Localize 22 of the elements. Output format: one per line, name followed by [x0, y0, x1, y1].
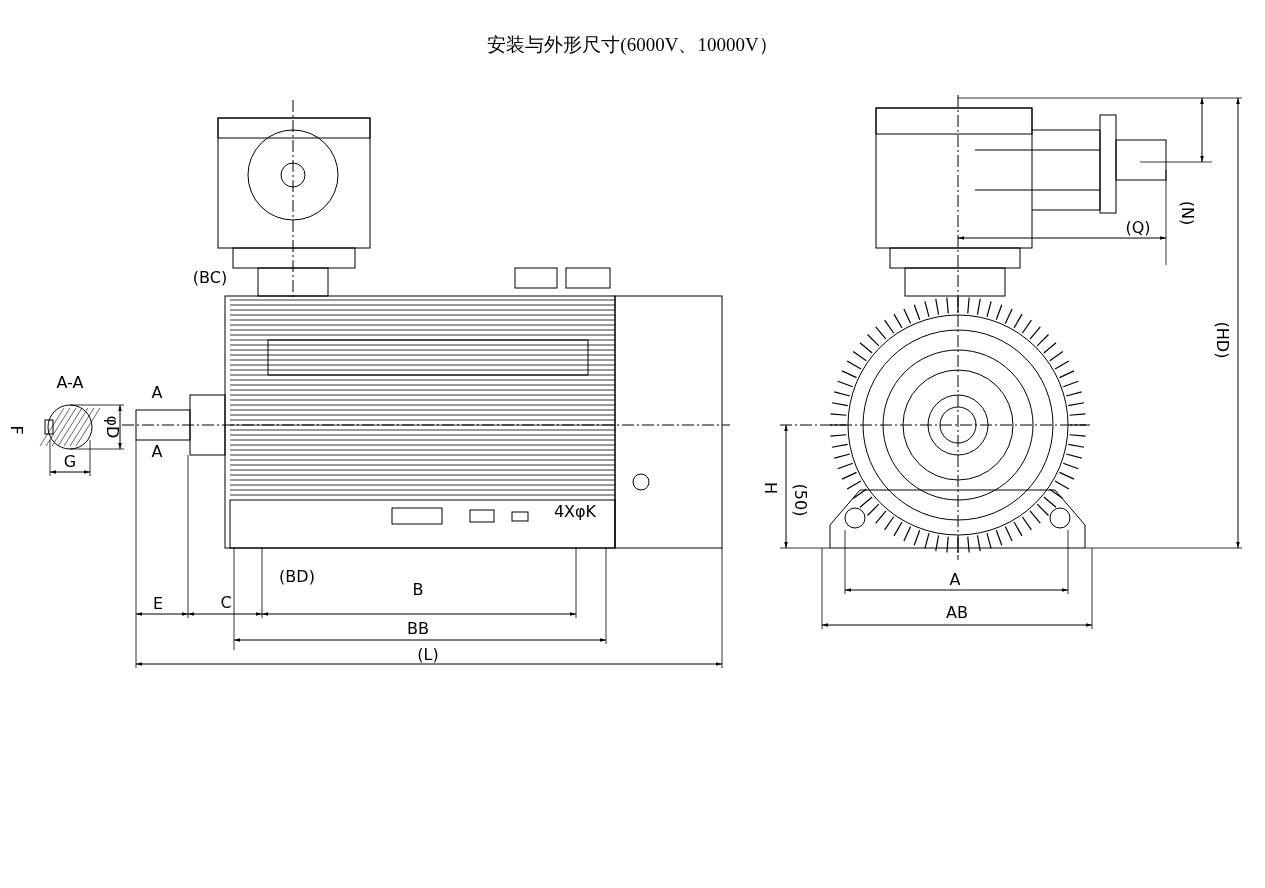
dimension-label: (N): [1178, 200, 1196, 226]
dimension-label: A: [151, 384, 163, 402]
dimension-label: (HD): [1213, 321, 1231, 359]
dimension-label: A: [949, 571, 961, 589]
dimension-label: G: [63, 453, 77, 471]
dimension-label: (BC): [192, 269, 228, 287]
dimension-label: (BD): [279, 568, 315, 586]
dimension-label: C: [220, 594, 232, 612]
dimension-label: A-A: [56, 374, 84, 392]
dimension-label: AB: [946, 604, 968, 622]
dimension-label: (L): [417, 646, 439, 664]
dimension-label: (Q): [1125, 219, 1151, 237]
dimension-label: B: [412, 581, 424, 599]
dimension-label: (50): [791, 483, 809, 517]
dimension-label: 4XφK: [553, 503, 597, 521]
drawing-title: 安装与外形尺寸(6000V、10000V）: [486, 33, 779, 57]
dimension-label: H: [761, 482, 779, 494]
dimension-label: F: [7, 425, 25, 435]
dimension-label: BB: [407, 620, 429, 638]
dimension-label: φD: [103, 415, 121, 439]
dimension-label: A: [151, 443, 163, 461]
dimension-label: E: [152, 595, 164, 613]
